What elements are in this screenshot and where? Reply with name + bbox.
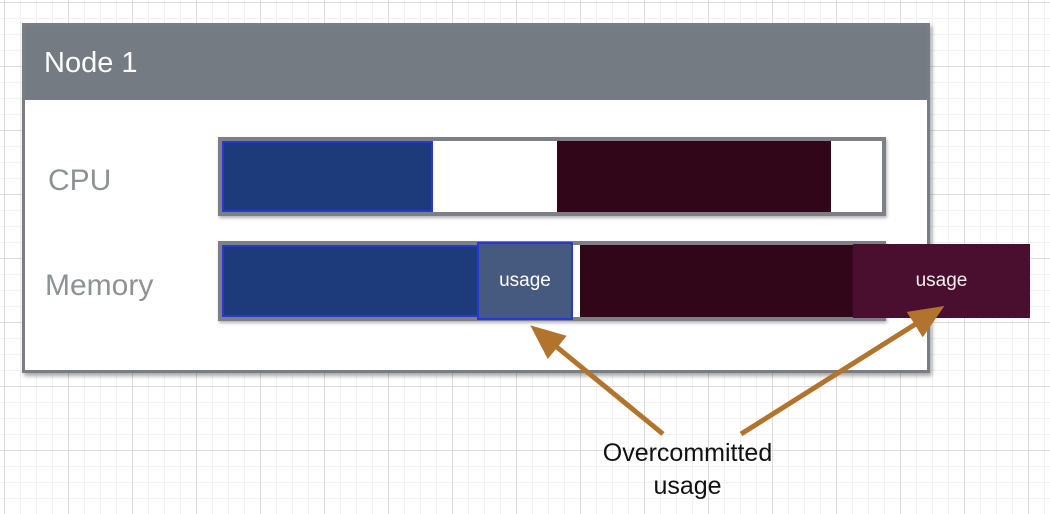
cpu-blue-request-segment xyxy=(222,141,433,212)
memory-capacity-track: usage usage xyxy=(218,241,1030,321)
node-box: Node 1 CPU Memory usage usage xyxy=(22,23,1030,373)
memory-blue-request-segment xyxy=(222,245,479,317)
cpu-maroon-request-segment xyxy=(557,141,831,212)
memory-blue-usage-label: usage xyxy=(499,270,551,291)
memory-row-label: Memory xyxy=(45,269,154,302)
annotation-line-1: Overcommitted xyxy=(602,439,773,467)
memory-maroon-usage-label: usage xyxy=(915,270,968,291)
memory-maroon-request-segment xyxy=(580,245,853,317)
node-header: Node 1 xyxy=(25,26,927,100)
memory-blue-usage-box: usage xyxy=(477,242,573,320)
cpu-row-label: CPU xyxy=(48,164,112,197)
cpu-capacity-track xyxy=(218,137,886,216)
node-title: Node 1 xyxy=(44,47,138,79)
overcommitted-annotation: Overcommitted usage xyxy=(590,437,785,502)
memory-maroon-overcommit-usage-box: usage xyxy=(853,244,1030,318)
annotation-line-2: usage xyxy=(653,471,722,500)
